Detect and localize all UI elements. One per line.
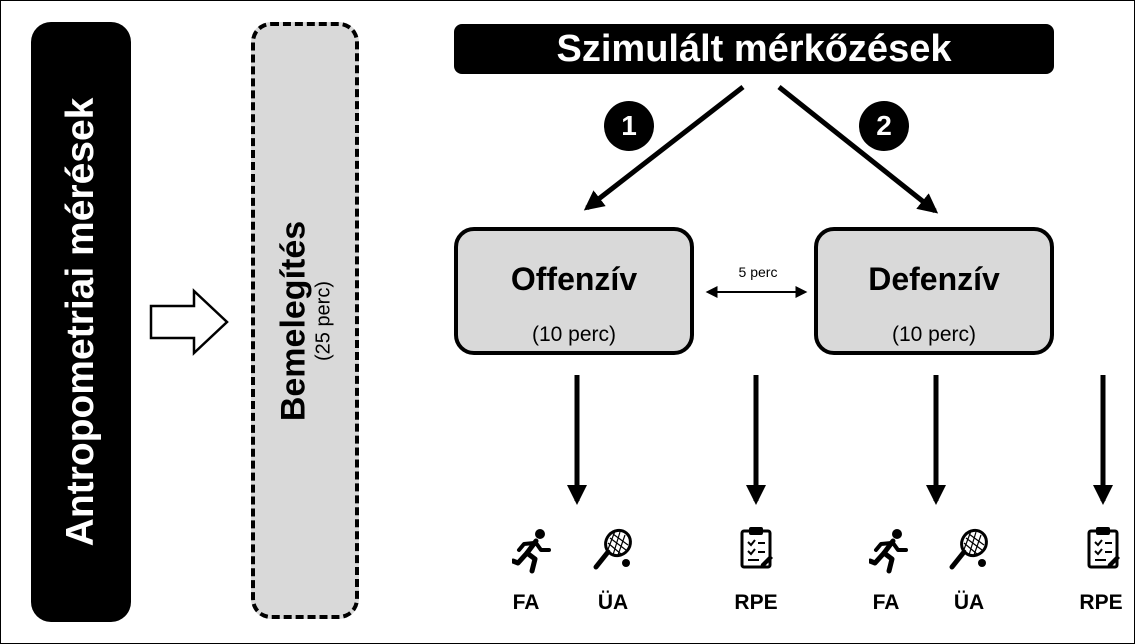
- running-person-icon: [869, 529, 908, 574]
- tennis-racket-icon: [593, 528, 632, 570]
- defensive-phase-title: Defenzív: [868, 261, 1000, 297]
- offensive-phase-title: Offenzív: [510, 261, 638, 297]
- warmup-duration: (25 perc): [312, 280, 335, 361]
- branch-arrow-defensive: [777, 85, 939, 214]
- branch-arrow-offensive: [583, 85, 745, 211]
- defensive-phase-duration: (10 perc): [891, 323, 977, 346]
- simulated-matches-header: Szimulált mérkőzések: [454, 24, 1054, 74]
- anthropometry-label: Antropometriai mérések: [59, 97, 102, 547]
- tennis-racket-icon: [949, 528, 988, 570]
- step-badge-2: 2: [859, 101, 909, 151]
- offensive-phase-box: Offenzív (10 perc): [454, 227, 694, 355]
- warmup-text: Bemelegítés (25 perc): [274, 220, 335, 421]
- metric-label-ua: ÜA: [953, 591, 985, 614]
- transition-arrow: [149, 288, 229, 356]
- rest-interval-label: 5 perc: [738, 264, 778, 280]
- anthropometry-block: Antropometriai mérések: [31, 22, 131, 622]
- warmup-block: Bemelegítés (25 perc): [251, 22, 359, 619]
- metric-label-ua: ÜA: [597, 591, 629, 614]
- offensive-phase-duration: (10 perc): [531, 323, 617, 346]
- clipboard-icon: [740, 527, 773, 569]
- warmup-title: Bemelegítés: [274, 220, 313, 421]
- metric-label-fa: FA: [512, 591, 540, 614]
- defensive-phase-box: Defenzív (10 perc): [814, 227, 1054, 355]
- metric-label-rpe: RPE: [734, 591, 778, 614]
- clipboard-icon: [1087, 527, 1120, 569]
- step-badge-1: 1: [604, 101, 654, 151]
- metric-label-rpe: RPE: [1079, 591, 1123, 614]
- metric-label-fa: FA: [872, 591, 900, 614]
- running-person-icon: [512, 529, 551, 574]
